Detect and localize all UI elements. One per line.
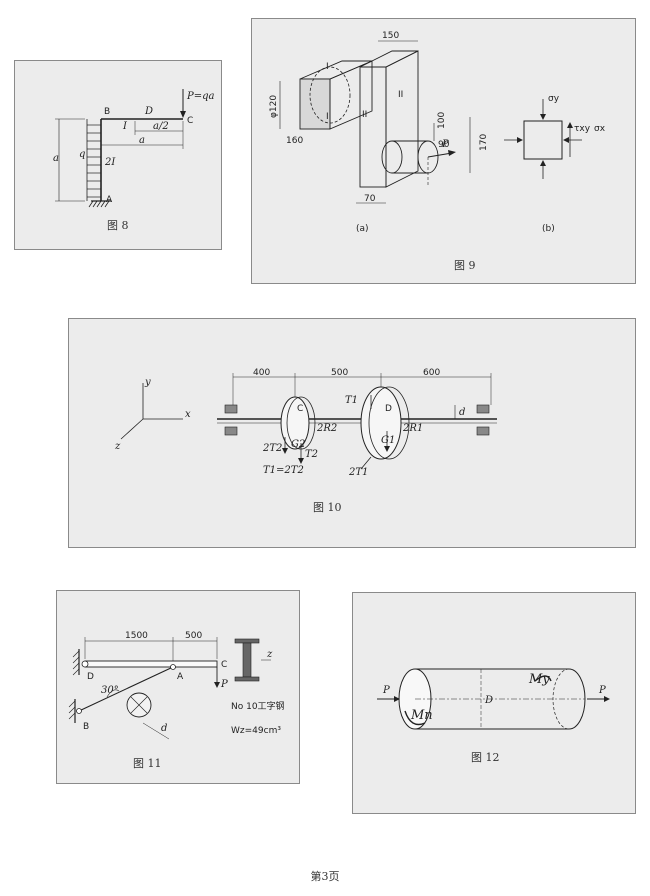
fig10-axis-x: x (185, 409, 191, 420)
fig9-dim-100: 100 (437, 112, 447, 129)
fig8-load-p: P=qa (186, 91, 215, 102)
fig8-dim-half: a/2 (153, 121, 169, 132)
fig9-sigma-y: σy (548, 94, 560, 104)
fig12-load-p-left: P (382, 685, 390, 696)
fig9-tau-xy: τxy (574, 124, 591, 134)
fig9-section-i-top: I (326, 62, 329, 72)
figure-12-diagram: P P D Mn My 图 12 (377, 668, 610, 764)
fig8-dim-a-horizontal: a (139, 135, 145, 146)
fig10-dim-500: 500 (331, 368, 348, 378)
figure-8-diagram: B D C A P=qa I a/2 a 2I a q 图 8 (53, 89, 215, 232)
fig12-m-y: My (528, 672, 550, 687)
figure-10-panel: y x z 400 500 600 C D (68, 318, 636, 548)
fig8-point-c: C (187, 116, 193, 126)
figure-12-panel: P P D Mn My 图 12 (352, 592, 636, 814)
fig10-caption: 图 10 (313, 501, 342, 514)
fig10-relation: T1=2T2 (263, 465, 304, 476)
fig11-dim-500: 500 (185, 631, 202, 641)
fig10-axis-z: z (114, 441, 121, 452)
fig10-r1: 2R1 (402, 423, 423, 434)
fig10-dim-400: 400 (253, 368, 270, 378)
fig10-t2-right: T2 (305, 449, 318, 460)
fig8-point-b: B (104, 107, 110, 117)
page-number: 第3页 (310, 870, 340, 883)
fig10-r2: 2R2 (316, 423, 337, 434)
fig11-caption: 图 11 (133, 757, 162, 770)
figure-10-diagram: y x z 400 500 600 C D (114, 368, 497, 514)
figure-11-panel: 1500 500 D A C B 30° P d z No 10工字钢 Wz=4… (56, 590, 300, 784)
fig11-beam-type: No 10工字钢 (231, 700, 285, 712)
fig9-section-ii-top: II (398, 90, 403, 100)
fig10-t2-left: 2T2 (262, 443, 282, 454)
fig9-load-p: P (441, 139, 449, 150)
fig11-load-p: P (220, 679, 228, 690)
fig8-stiffness-column: 2I (104, 157, 116, 168)
figure-9-diagram: 150 φ120 160 100 90 170 70 I I II II P (… (269, 31, 606, 272)
fig10-dim-600: 600 (423, 368, 440, 378)
fig9-sub-a: (a) (356, 224, 369, 234)
fig10-t1-top: T1 (345, 395, 358, 406)
fig10-pulley-d: D (385, 404, 392, 414)
fig8-caption: 图 8 (107, 219, 129, 232)
fig9-section-i-bottom: I (326, 112, 329, 122)
fig9-caption: 图 9 (454, 259, 476, 272)
fig12-m-n: Mn (410, 708, 433, 723)
fig8-load-q: q (79, 149, 85, 160)
fig11-point-c: C (221, 660, 227, 670)
fig11-point-a: A (177, 672, 184, 682)
fig12-load-p-right: P (598, 685, 606, 696)
fig11-d-label: d (161, 723, 167, 734)
fig8-point-a: A (106, 195, 113, 205)
figure-9-panel: 150 φ120 160 100 90 170 70 I I II II P (… (251, 18, 636, 284)
figure-8-panel: B D C A P=qa I a/2 a 2I a q 图 8 (14, 60, 222, 250)
fig12-caption: 图 12 (471, 751, 500, 764)
fig11-point-d: D (87, 672, 94, 682)
fig9-dim-phi120: φ120 (269, 95, 279, 118)
fig9-sigma-x: σx (594, 124, 606, 134)
fig8-dim-a-vertical: a (53, 153, 59, 164)
fig10-d-label: d (459, 407, 465, 418)
fig10-pulley-c: C (297, 404, 303, 414)
fig10-axis-y: y (144, 377, 151, 388)
fig11-z-label: z (266, 649, 273, 660)
fig9-dim-150: 150 (382, 31, 399, 41)
fig9-dim-160: 160 (286, 136, 303, 146)
fig9-dim-70: 70 (364, 194, 376, 204)
fig9-dim-170: 170 (479, 134, 489, 151)
fig10-two-t1: 2T1 (348, 467, 368, 478)
fig12-dia: D (484, 695, 493, 706)
fig8-point-d: D (144, 106, 153, 117)
fig11-dim-1500: 1500 (125, 631, 148, 641)
fig9-sub-b: (b) (542, 224, 555, 234)
fig9-dim-90: 90 (438, 140, 450, 150)
fig11-point-b: B (83, 722, 89, 732)
fig9-section-ii-bottom: II (362, 110, 367, 120)
fig11-wz: Wz=49cm³ (231, 726, 281, 736)
fig10-g2: G2 (291, 439, 305, 450)
fig10-g1: G1 (381, 435, 395, 446)
fig11-angle: 30° (101, 685, 119, 696)
figure-11-diagram: 1500 500 D A C B 30° P d z No 10工字钢 Wz=4… (68, 631, 285, 770)
fig8-stiffness-top: I (122, 121, 128, 132)
